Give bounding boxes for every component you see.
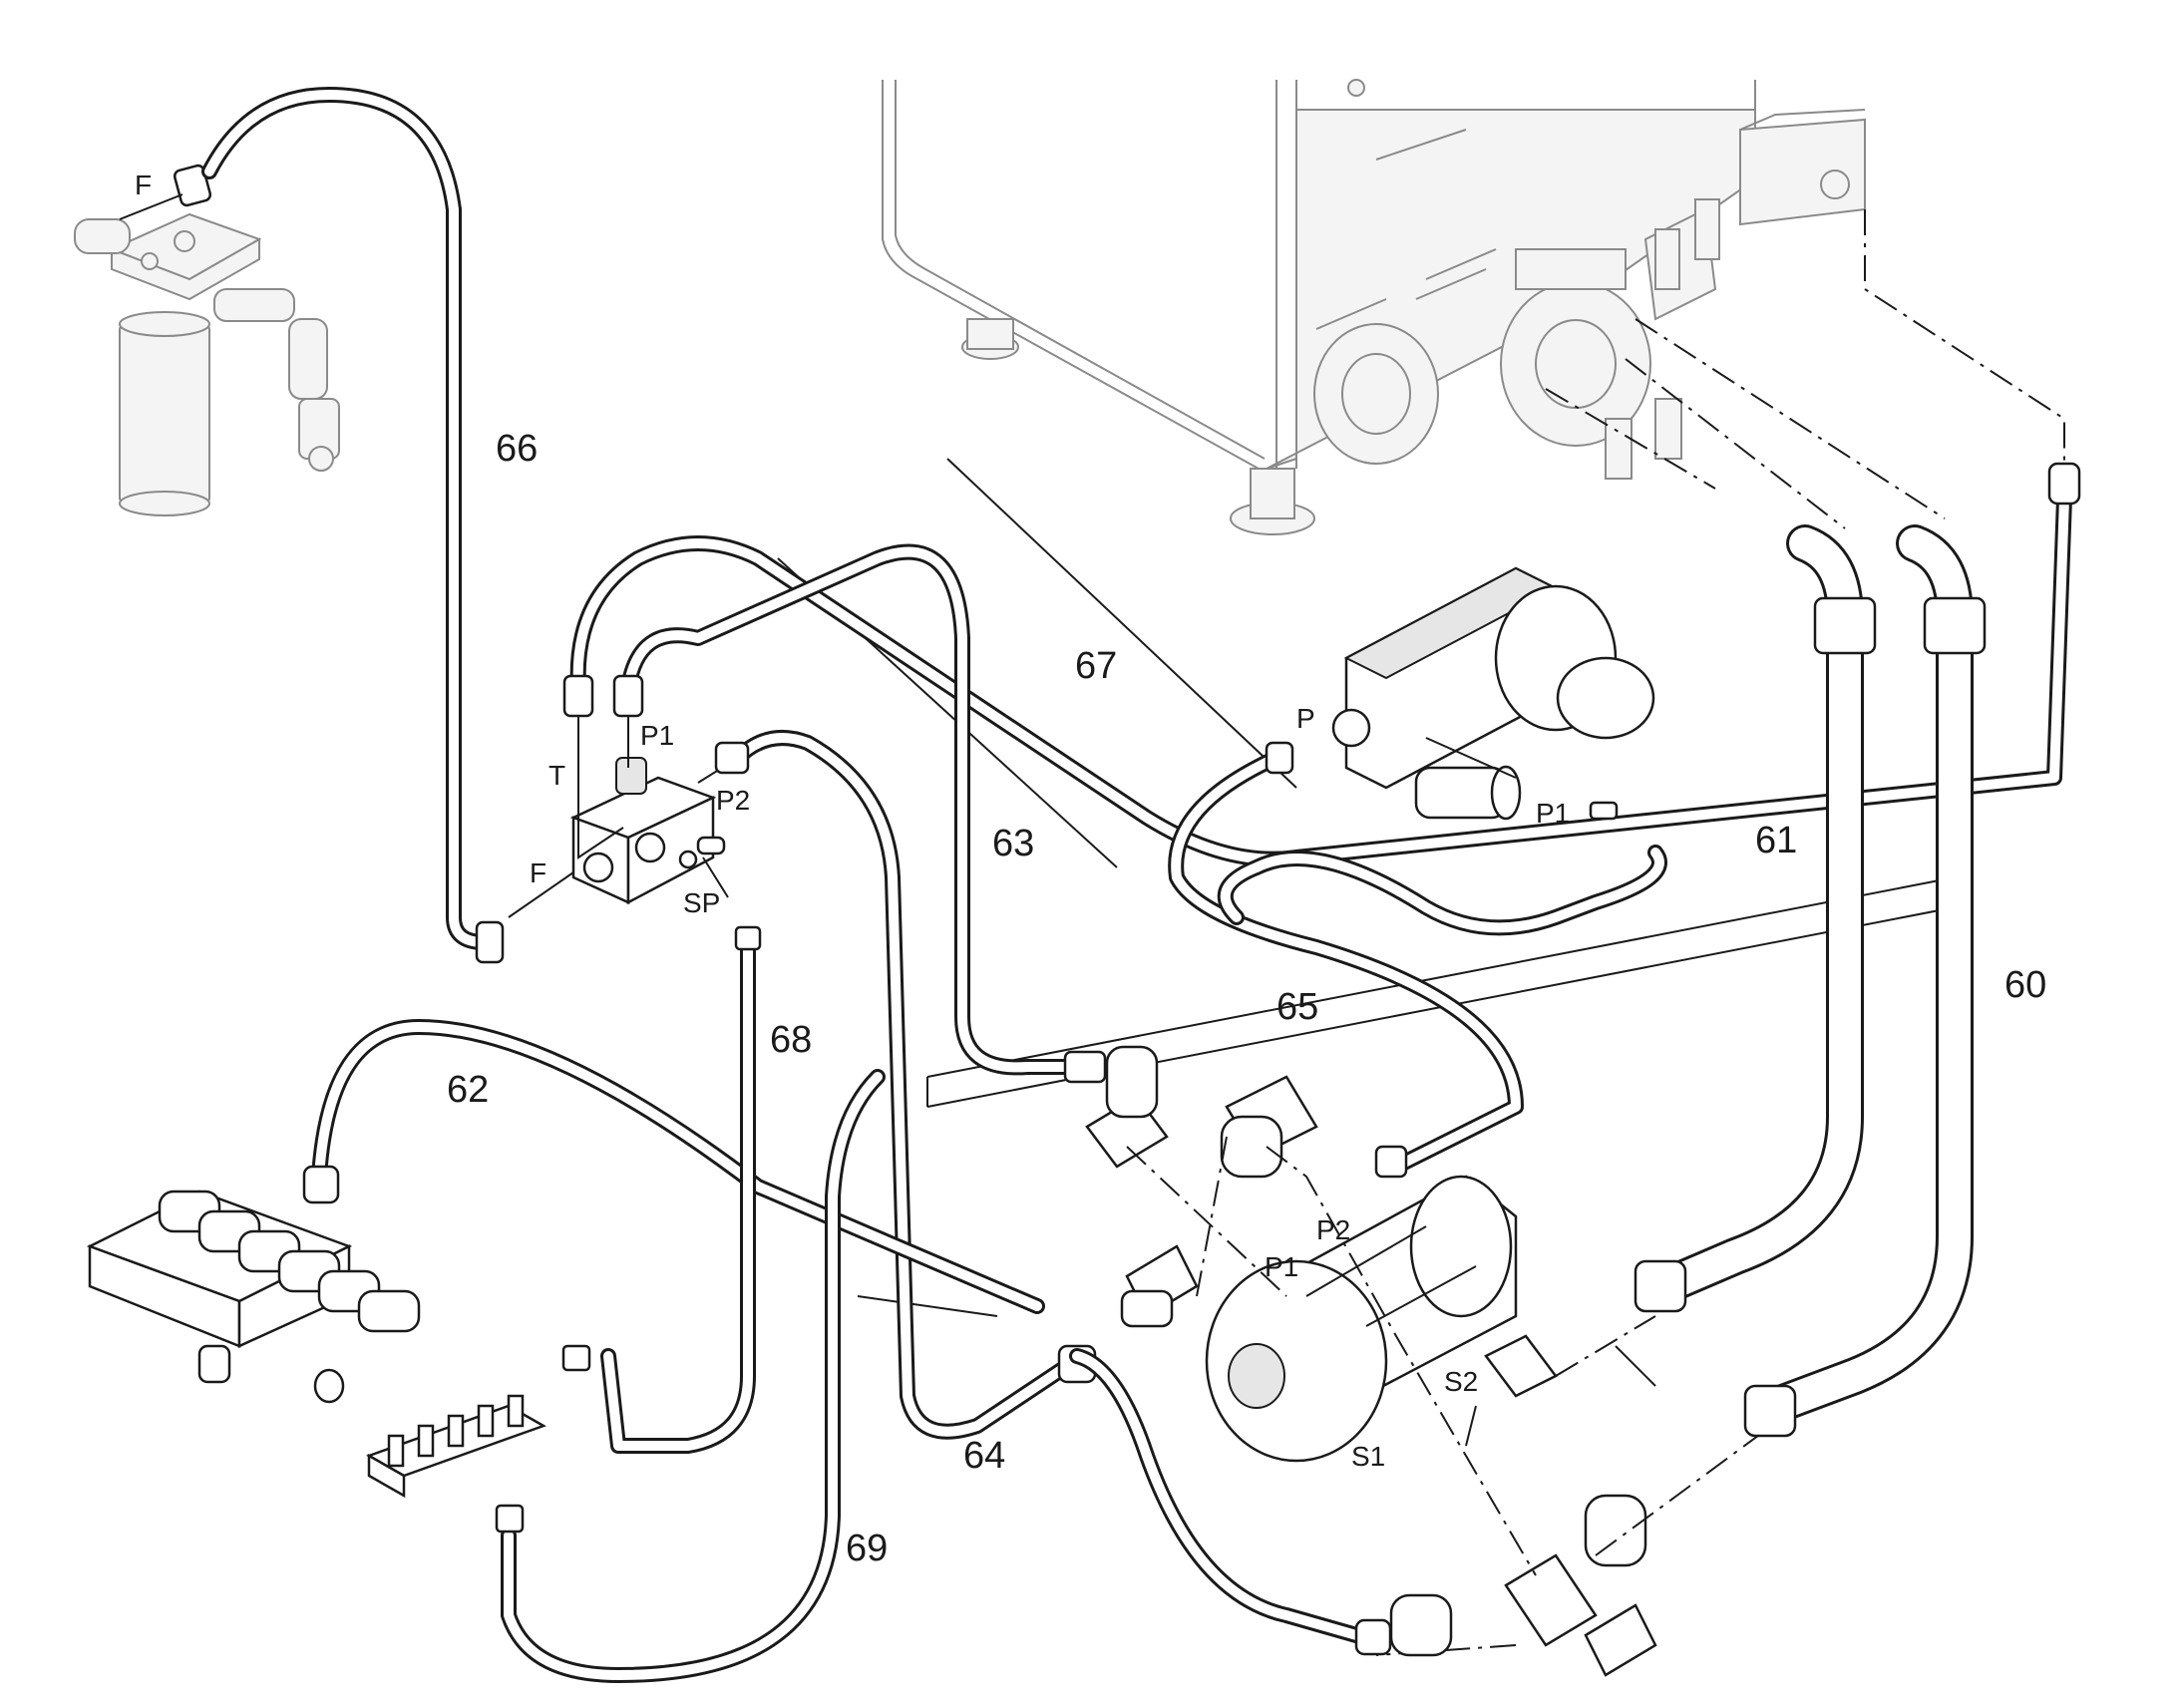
filter-port-f-fitting	[119, 164, 212, 220]
label-pump-port-s1: S1	[1351, 1441, 1385, 1472]
port-labels: F T P1 P2 F SP P P1 P1 P2 S1 S2	[135, 170, 1570, 1472]
label-63: 63	[992, 823, 1034, 864]
label-valve-port-t: T	[548, 760, 565, 791]
label-pump-port-p1: P1	[1265, 1251, 1298, 1282]
hose-63	[612, 543, 1107, 1084]
control-valve-block	[569, 757, 726, 905]
label-valve-port-f: F	[530, 857, 546, 888]
hose-68	[561, 925, 762, 1454]
label-60: 60	[2004, 964, 2046, 1006]
connection-lines	[1126, 209, 2065, 1656]
label-valve-port-p1: P1	[640, 720, 674, 751]
label-67: 67	[1075, 645, 1117, 687]
label-block-port-p: P	[1296, 703, 1315, 734]
label-62: 62	[447, 1069, 489, 1111]
pump-fittings	[1085, 1045, 1657, 1677]
label-block-port-p1: P1	[1536, 798, 1570, 829]
hose-69	[495, 1069, 886, 1683]
hose-67	[562, 462, 2081, 867]
label-pump-port-s2: S2	[1444, 1366, 1478, 1397]
label-64: 64	[963, 1435, 1005, 1477]
manifold-block	[86, 1190, 421, 1404]
hose-block-p1-loop	[1217, 801, 1667, 936]
label-valve-port-p2: P2	[716, 785, 750, 816]
label-pump-port-p2: P2	[1316, 1214, 1350, 1245]
hose-61	[1634, 524, 1877, 1313]
label-61: 61	[1755, 820, 1797, 861]
hose-62	[302, 1019, 1045, 1314]
hose-66	[201, 87, 505, 964]
hose-number-labels: 60 61 62 63 64 65 66 67 68 69	[447, 428, 2046, 1569]
filter-housing	[74, 212, 340, 516]
pump	[1205, 1175, 1518, 1463]
hose-60	[1743, 524, 1987, 1438]
label-69: 69	[846, 1528, 888, 1569]
machine-housing	[882, 79, 1866, 535]
hose-65	[1168, 741, 1524, 1179]
hydraulic-block	[1331, 566, 1655, 821]
label-filter-port-f: F	[135, 170, 152, 200]
label-valve-port-sp: SP	[683, 887, 720, 918]
distribution-block	[366, 1394, 546, 1499]
label-65: 65	[1276, 986, 1318, 1028]
hose-s1-suction	[1069, 1348, 1453, 1657]
label-66: 66	[496, 428, 538, 470]
label-68: 68	[770, 1019, 812, 1061]
